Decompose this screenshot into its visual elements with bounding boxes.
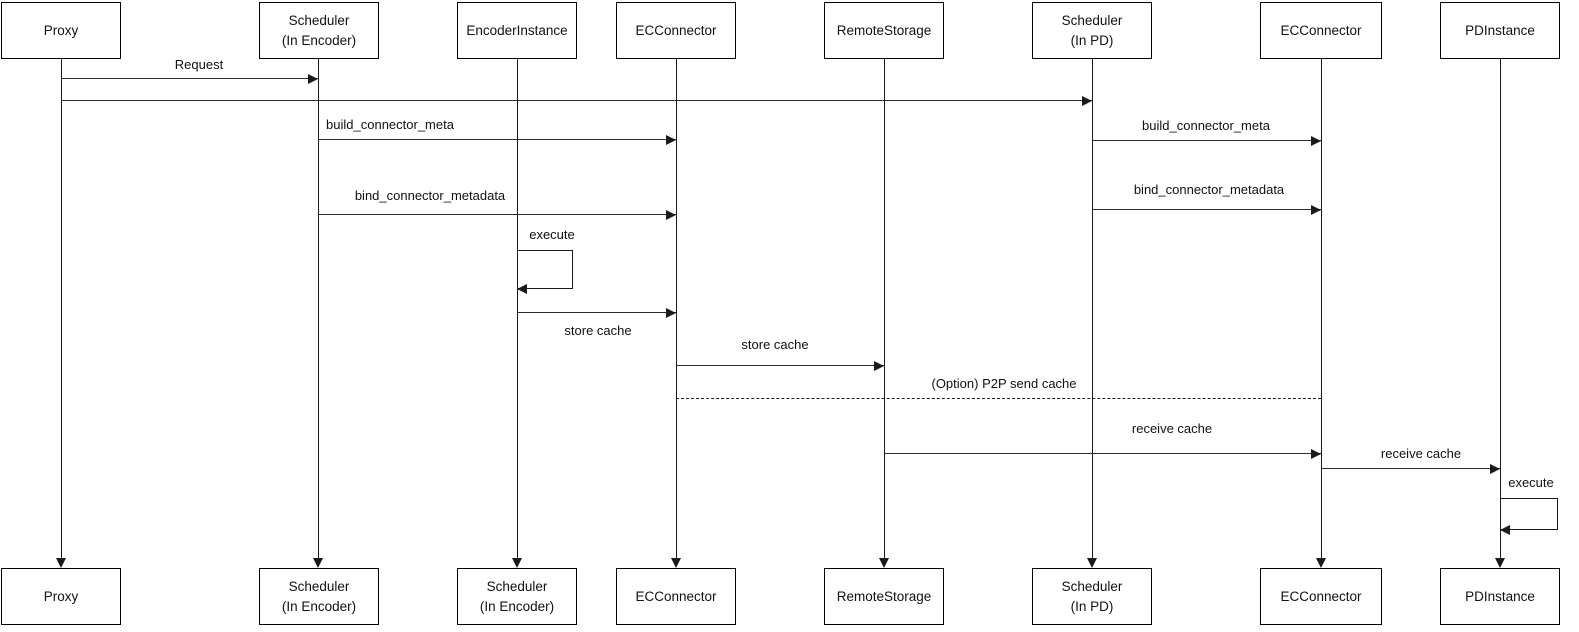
participant-encoder_inst[interactable]: EncoderInstance xyxy=(457,2,577,59)
participant-sched_enc-sublabel: (In Encoder) xyxy=(281,32,357,48)
participant-sched_enc[interactable]: Scheduler (In Encoder) xyxy=(259,2,379,59)
lifeline-end-arrow-encoder_inst xyxy=(512,558,522,568)
message-arrowhead-m3 xyxy=(666,135,676,145)
footer-participant-ecconn2_f-label: ECConnector xyxy=(1280,588,1362,604)
participant-pdinst[interactable]: PDInstance xyxy=(1440,2,1560,59)
lifeline-end-arrow-remote xyxy=(879,558,889,568)
self-message-label-s2: execute xyxy=(1508,475,1554,490)
message-label-m4: build_connector_meta xyxy=(1142,118,1270,133)
lifeline-proxy xyxy=(61,59,62,560)
message-arrowhead-m5 xyxy=(666,210,676,220)
message-line-m3[interactable] xyxy=(318,139,676,140)
participant-ecconn2-label: ECConnector xyxy=(1280,22,1362,38)
footer-participant-sched_pd_f-sublabel: (In PD) xyxy=(1070,598,1114,614)
message-arrowhead-m1 xyxy=(308,74,318,84)
lifeline-end-arrow-sched_pd xyxy=(1087,558,1097,568)
message-line-m9[interactable] xyxy=(676,398,1321,399)
participant-remote-label: RemoteStorage xyxy=(836,22,932,38)
self-message-arrowhead-s2 xyxy=(1500,525,1510,535)
self-message-arrowhead-s1 xyxy=(517,284,527,294)
lifeline-remote xyxy=(884,59,885,560)
footer-participant-ecconn2_f[interactable]: ECConnector xyxy=(1260,568,1382,625)
lifeline-sched_enc xyxy=(318,59,319,560)
footer-participant-sched_enc_f[interactable]: Scheduler (In Encoder) xyxy=(259,568,379,625)
message-line-m6[interactable] xyxy=(1092,209,1321,210)
message-arrowhead-m4 xyxy=(1311,136,1321,146)
lifeline-ecconn1 xyxy=(676,59,677,560)
message-label-m9: (Option) P2P send cache xyxy=(931,376,1077,391)
participant-encoder_inst-label: EncoderInstance xyxy=(466,22,568,38)
footer-participant-enc_inst_f-sublabel: (In Encoder) xyxy=(479,598,555,614)
lifeline-end-arrow-proxy xyxy=(56,558,66,568)
lifeline-end-arrow-ecconn2 xyxy=(1316,558,1326,568)
message-arrowhead-m10 xyxy=(1311,449,1321,459)
footer-participant-enc_inst_f[interactable]: Scheduler (In Encoder) xyxy=(457,568,577,625)
message-arrowhead-m7 xyxy=(666,308,676,318)
footer-participant-ecconn1_f-label: ECConnector xyxy=(635,588,717,604)
lifeline-end-arrow-sched_enc xyxy=(313,558,323,568)
participant-ecconn2[interactable]: ECConnector xyxy=(1260,2,1382,59)
participant-remote[interactable]: RemoteStorage xyxy=(824,2,944,59)
self-message-loop-s1[interactable] xyxy=(517,250,573,289)
footer-participant-pdinst_f-label: PDInstance xyxy=(1465,588,1535,604)
footer-participant-enc_inst_f-label: Scheduler xyxy=(486,579,548,595)
lifeline-pdinst xyxy=(1500,59,1501,560)
self-message-label-s1: execute xyxy=(529,227,575,242)
lifeline-encoder_inst xyxy=(517,59,518,560)
message-label-m10: receive cache xyxy=(1131,421,1213,436)
message-label-m11: receive cache xyxy=(1380,446,1462,461)
message-line-m4[interactable] xyxy=(1092,140,1321,141)
lifeline-ecconn2 xyxy=(1321,59,1322,560)
message-arrowhead-m11 xyxy=(1490,464,1500,474)
message-line-m10[interactable] xyxy=(884,453,1321,454)
message-arrowhead-m2 xyxy=(1082,96,1092,106)
footer-participant-proxy_f-label: Proxy xyxy=(43,588,79,604)
footer-participant-ecconn1_f[interactable]: ECConnector xyxy=(616,568,736,625)
message-line-m7[interactable] xyxy=(517,312,676,313)
participant-ecconn1[interactable]: ECConnector xyxy=(616,2,736,59)
footer-participant-sched_enc_f-sublabel: (In Encoder) xyxy=(281,598,357,614)
self-message-loop-s2[interactable] xyxy=(1500,498,1558,530)
footer-participant-pdinst_f[interactable]: PDInstance xyxy=(1440,568,1560,625)
message-label-m5: bind_connector_metadata xyxy=(354,188,506,203)
participant-proxy[interactable]: Proxy xyxy=(1,2,121,59)
footer-participant-remote_f[interactable]: RemoteStorage xyxy=(824,568,944,625)
message-line-m2[interactable] xyxy=(61,100,1092,101)
participant-sched_pd[interactable]: Scheduler (In PD) xyxy=(1032,2,1152,59)
message-arrowhead-m8 xyxy=(874,361,884,371)
message-label-m3: build_connector_meta xyxy=(326,117,454,132)
footer-participant-sched_pd_f-label: Scheduler xyxy=(1061,579,1123,595)
participant-sched_enc-label: Scheduler xyxy=(288,13,350,29)
participant-ecconn1-label: ECConnector xyxy=(635,22,717,38)
participant-sched_pd-sublabel: (In PD) xyxy=(1070,32,1114,48)
participant-pdinst-label: PDInstance xyxy=(1465,22,1535,38)
message-label-m7: store cache xyxy=(564,323,632,338)
footer-participant-sched_pd_f[interactable]: Scheduler (In PD) xyxy=(1032,568,1152,625)
message-label-m1: Request xyxy=(174,57,224,72)
participant-sched_pd-label: Scheduler xyxy=(1061,13,1123,29)
lifeline-sched_pd xyxy=(1092,59,1093,560)
message-label-m6: bind_connector_metadata xyxy=(1133,182,1285,197)
lifeline-end-arrow-pdinst xyxy=(1495,558,1505,568)
message-line-m11[interactable] xyxy=(1321,468,1500,469)
footer-participant-sched_enc_f-label: Scheduler xyxy=(288,579,350,595)
message-arrowhead-m6 xyxy=(1311,205,1321,215)
participant-proxy-label: Proxy xyxy=(43,22,79,38)
footer-participant-remote_f-label: RemoteStorage xyxy=(836,588,932,604)
message-line-m5[interactable] xyxy=(318,214,676,215)
lifeline-end-arrow-ecconn1 xyxy=(671,558,681,568)
footer-participant-proxy_f[interactable]: Proxy xyxy=(1,568,121,625)
message-line-m8[interactable] xyxy=(676,365,884,366)
message-label-m8: store cache xyxy=(741,337,809,352)
message-line-m1[interactable] xyxy=(61,78,318,79)
